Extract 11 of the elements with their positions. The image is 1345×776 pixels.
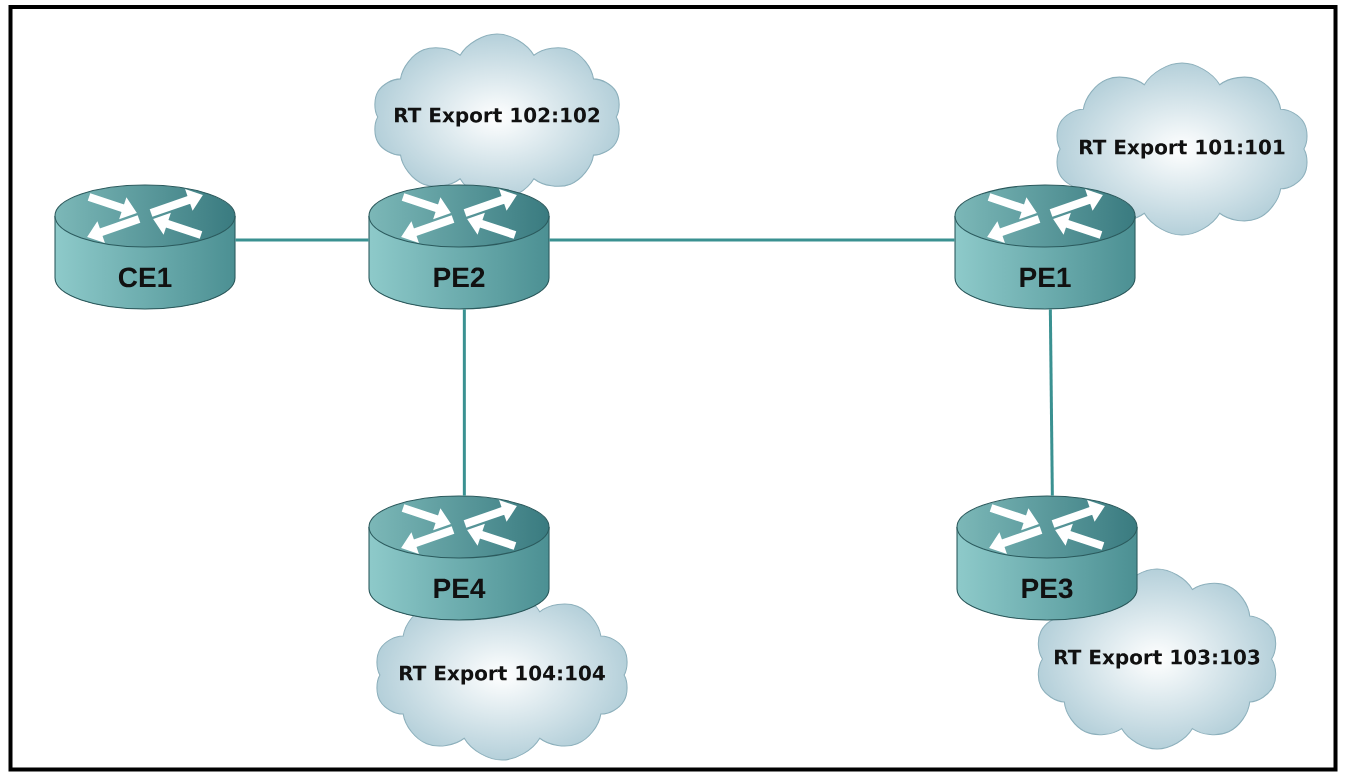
connection-line <box>235 238 369 242</box>
connection-line <box>462 309 466 496</box>
connection-line <box>1048 309 1054 496</box>
router: CE1 <box>54 184 236 310</box>
connection-line <box>549 238 955 242</box>
cloud: RT Export 101:101 <box>1056 62 1308 236</box>
router: PE3 <box>956 495 1138 621</box>
router: PE2 <box>368 184 550 310</box>
router: PE1 <box>954 184 1136 310</box>
cloud: RT Export 102:102 <box>374 33 620 201</box>
router: PE4 <box>368 495 550 621</box>
